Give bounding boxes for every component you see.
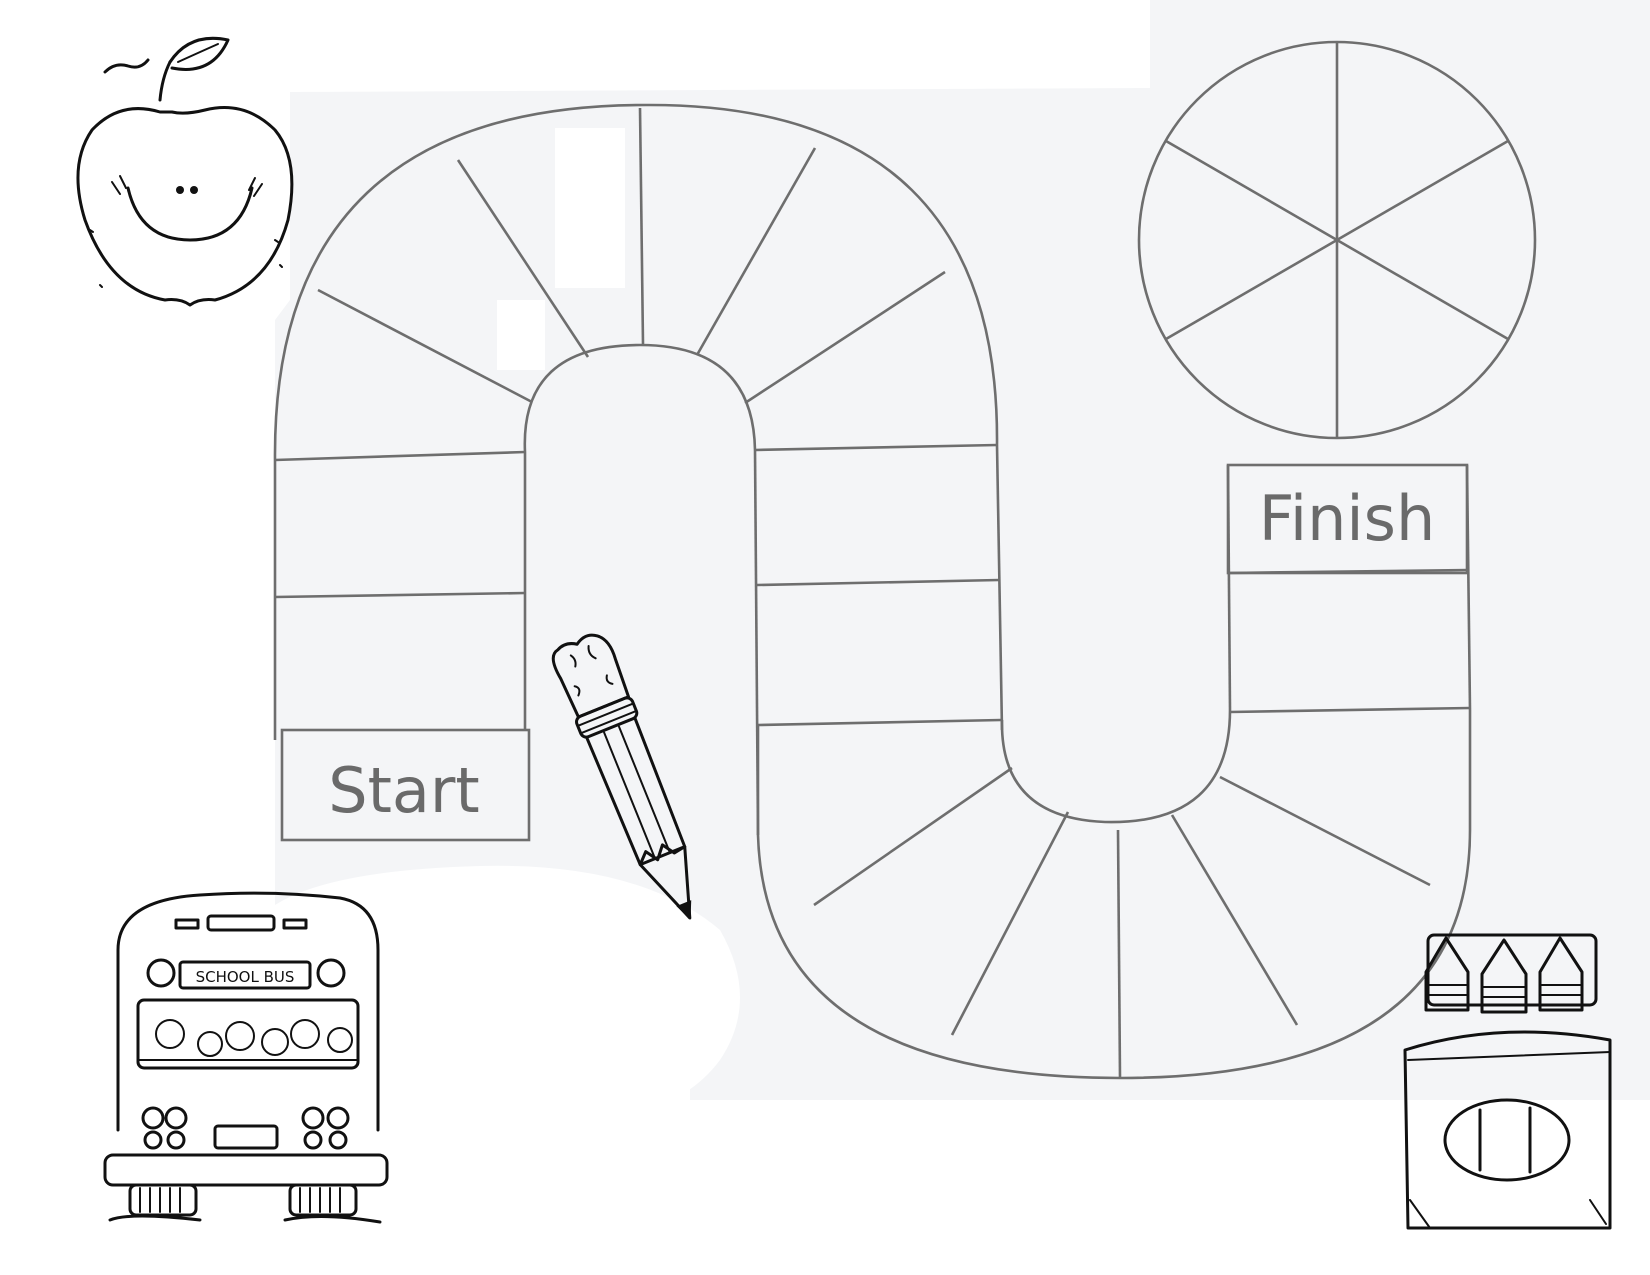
space-line — [274, 591, 526, 599]
crayon — [1538, 936, 1584, 1012]
space-line — [1116, 829, 1122, 1079]
crayon — [1424, 936, 1470, 1012]
finish-space — [1226, 463, 1469, 575]
space-line — [813, 766, 1013, 907]
bus-sign-text: SCHOOL BUS — [196, 968, 295, 986]
apple-icon — [76, 36, 294, 307]
game-path — [273, 103, 1472, 1080]
space-line — [756, 578, 1000, 587]
crayon — [1480, 938, 1528, 1014]
bus-kids — [137, 1019, 359, 1061]
bus-window — [136, 998, 360, 1070]
spinner[interactable] — [1137, 40, 1537, 440]
pencil-icon — [551, 633, 692, 920]
finish-label: Finish — [1259, 482, 1436, 555]
space-line — [1170, 814, 1299, 1026]
crayon-box-icon — [1403, 933, 1612, 1230]
spinner-divider — [1165, 139, 1509, 341]
space-line — [638, 107, 645, 345]
space-line — [1229, 706, 1471, 714]
space-line — [456, 159, 590, 358]
start-space — [280, 728, 531, 842]
space-line — [757, 718, 1002, 727]
space-line — [695, 147, 817, 356]
space-line — [317, 288, 533, 404]
school-bus-icon: SCHOOL BUS — [103, 891, 389, 1224]
bus-sign — [178, 960, 312, 990]
space-line — [950, 811, 1070, 1036]
space-line — [274, 450, 526, 462]
space-line — [1219, 775, 1431, 887]
space-line — [754, 443, 998, 452]
space-line — [744, 270, 946, 405]
start-label: Start — [328, 754, 479, 827]
